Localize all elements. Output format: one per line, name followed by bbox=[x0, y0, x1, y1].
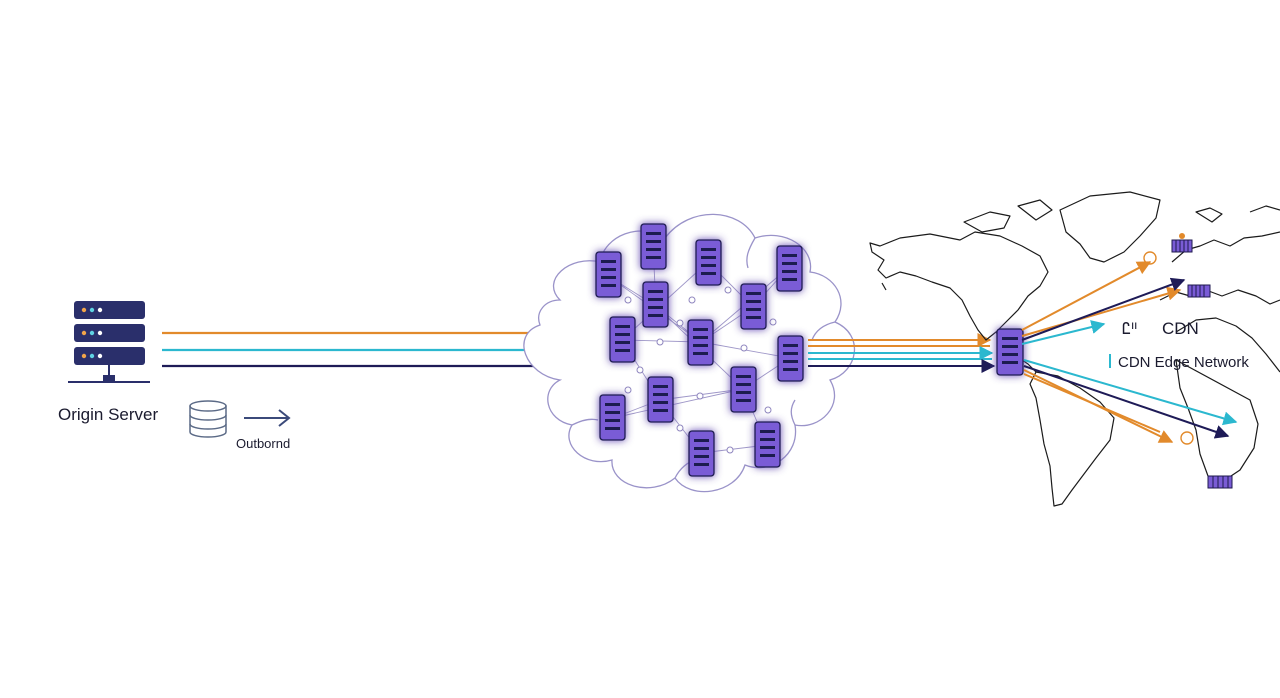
server-icon bbox=[776, 245, 803, 292]
server-icon bbox=[730, 366, 757, 413]
server-icon bbox=[642, 281, 669, 328]
server-icon bbox=[754, 421, 781, 468]
cloud-server-group bbox=[595, 223, 804, 477]
origin-server: Origin Server bbox=[58, 301, 158, 424]
pop-ring-south bbox=[1180, 431, 1194, 445]
server-icon bbox=[688, 430, 715, 477]
server-icon bbox=[777, 335, 804, 382]
pop-marker-africa bbox=[1207, 475, 1233, 489]
pop-marker-icon bbox=[1143, 233, 1233, 489]
pop-marker-north bbox=[1171, 233, 1193, 253]
outbound-label: Outbornd bbox=[236, 436, 290, 451]
origin-server-label: Origin Server bbox=[58, 405, 158, 424]
server-icon bbox=[647, 376, 674, 423]
edge-distribution-flows bbox=[1021, 261, 1238, 443]
server-icon bbox=[687, 319, 714, 366]
cdn-label: CDN bbox=[1162, 319, 1199, 338]
edge-server-icon bbox=[996, 328, 1024, 376]
cdn-label-group: Ꮭᐦ CDN CDN Edge Network bbox=[1109, 319, 1249, 371]
server-icon bbox=[740, 283, 767, 330]
world-map bbox=[869, 191, 1280, 507]
server-icon bbox=[609, 316, 636, 363]
cloud-mesh-nodes bbox=[616, 286, 777, 454]
server-icon bbox=[595, 251, 622, 298]
server-icon bbox=[695, 239, 722, 286]
server-icon bbox=[599, 394, 626, 441]
pop-marker-europe bbox=[1187, 284, 1211, 298]
cdn-label-glyph: Ꮭᐦ bbox=[1122, 321, 1137, 338]
pop-ring-north bbox=[1143, 251, 1157, 265]
cdn-edge-network-label: CDN Edge Network bbox=[1118, 354, 1249, 371]
cloud-to-edge-flows bbox=[808, 333, 996, 373]
server-rack-icon bbox=[68, 301, 150, 383]
arrow-right-icon bbox=[244, 409, 291, 427]
server-icon bbox=[640, 223, 667, 270]
database-icon bbox=[189, 400, 227, 438]
